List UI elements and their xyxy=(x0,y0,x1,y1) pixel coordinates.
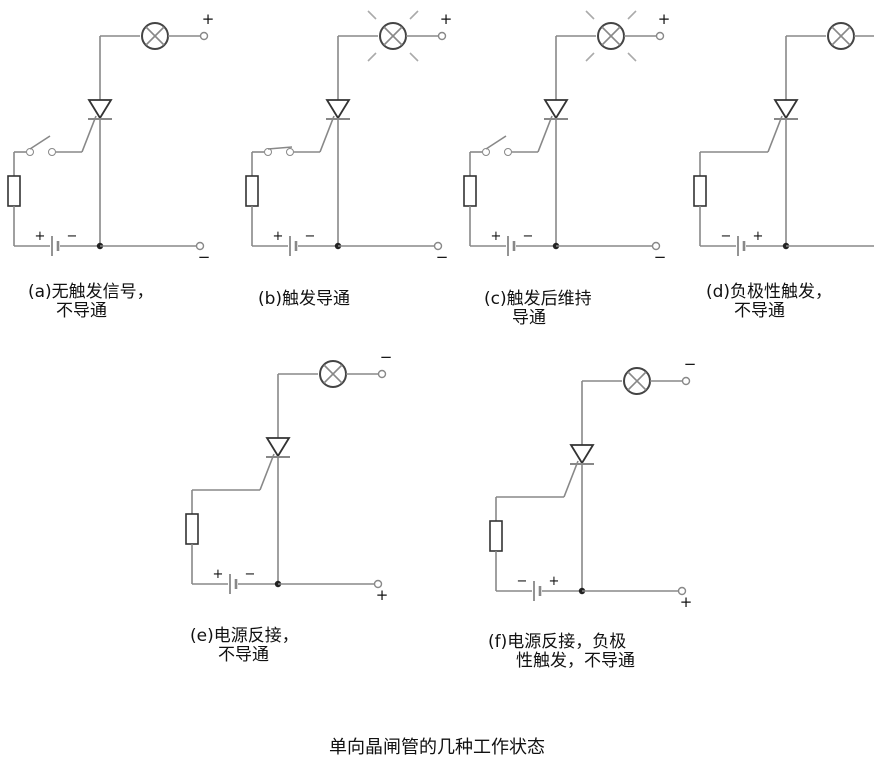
gate-lead xyxy=(537,115,553,153)
cathode-polarity: + xyxy=(680,593,693,611)
lamp-cross xyxy=(601,26,621,46)
lamp-cross xyxy=(383,26,403,46)
lamp-cross xyxy=(145,26,165,46)
cathode-polarity: − xyxy=(198,248,211,266)
light-ray xyxy=(367,10,377,20)
caption-line: 不导通 xyxy=(218,645,269,665)
thyristor-icon xyxy=(773,99,799,120)
thyristor-icon xyxy=(265,437,291,458)
caption-line: 不导通 xyxy=(56,301,107,321)
resistor-icon xyxy=(489,520,503,552)
switch-blade xyxy=(267,146,293,150)
light-ray xyxy=(585,10,595,20)
caption-line: (b)触发导通 xyxy=(258,289,351,309)
circuit-c: + + − − xyxy=(463,10,671,266)
figure-title: 单向晶闸管的几种工作状态 xyxy=(329,737,545,758)
thyristor-icon xyxy=(87,99,113,120)
gate-lead xyxy=(259,453,275,491)
gate-polarity: + xyxy=(35,229,46,244)
lamp-cross xyxy=(323,364,343,384)
thyristor-icon xyxy=(543,99,569,120)
anode-polarity: − xyxy=(684,355,697,373)
circuit-e: − + − + xyxy=(185,348,393,604)
caption-line: 导通 xyxy=(512,308,546,328)
anode-polarity: − xyxy=(380,348,393,366)
gate-polarity: − xyxy=(721,229,732,244)
gate-lead xyxy=(81,115,97,153)
caption-b: (b)触发导通 xyxy=(258,290,350,309)
switch-contact xyxy=(26,148,34,156)
gate-polarity: + xyxy=(549,574,560,589)
light-ray xyxy=(627,52,637,62)
gate-lead xyxy=(767,115,783,153)
switch-contact xyxy=(48,148,56,156)
gate-polarity: − xyxy=(67,229,78,244)
caption-line: 不导通 xyxy=(734,301,785,321)
cathode-polarity: + xyxy=(376,586,389,604)
anode-polarity: + xyxy=(658,10,671,28)
circuit-d: +−+− xyxy=(693,22,874,256)
resistor-icon xyxy=(693,175,707,207)
light-ray xyxy=(585,52,595,62)
cathode-terminal xyxy=(677,586,687,596)
anode-terminal xyxy=(655,31,665,41)
gate-polarity: − xyxy=(517,574,528,589)
light-ray xyxy=(627,10,637,20)
thyristor-icon xyxy=(325,99,351,120)
caption-line: (d)负极性触发， xyxy=(706,282,833,302)
thyristor-icon xyxy=(569,444,595,465)
resistor-icon xyxy=(463,175,477,207)
caption-f: (f)电源反接，负极性触发，不导通 xyxy=(488,633,635,671)
cathode-terminal xyxy=(373,579,383,589)
cathode-terminal xyxy=(433,241,443,251)
anode-terminal xyxy=(377,369,387,379)
anode-terminal xyxy=(199,31,209,41)
switch-contact xyxy=(286,148,294,156)
gate-polarity: − xyxy=(523,229,534,244)
caption-line: (c)触发后维持 xyxy=(484,289,592,309)
cathode-polarity: − xyxy=(654,248,667,266)
anode-terminal xyxy=(437,31,447,41)
circuit-f: − − + + xyxy=(489,355,697,611)
cathode-terminal xyxy=(651,241,661,251)
caption-e: (e)电源反接，不导通 xyxy=(190,627,299,665)
light-ray xyxy=(409,10,419,20)
circuit-b: + + − − xyxy=(245,10,453,266)
caption-line: (f)电源反接，负极 xyxy=(488,632,627,652)
caption-d: (d)负极性触发，不导通 xyxy=(706,283,832,321)
circuit-a: + + − − xyxy=(7,10,215,266)
lamp-cross xyxy=(627,371,647,391)
resistor-icon xyxy=(185,513,199,545)
light-ray xyxy=(409,52,419,62)
resistor-icon xyxy=(245,175,259,207)
light-ray xyxy=(367,52,377,62)
switch-blade xyxy=(29,135,51,150)
caption-line: 性触发，不导通 xyxy=(516,651,635,671)
cathode-polarity: − xyxy=(436,248,449,266)
lamp-cross xyxy=(831,26,851,46)
gate-polarity: − xyxy=(305,229,316,244)
anode-polarity: + xyxy=(440,10,453,28)
anode-polarity: + xyxy=(202,10,215,28)
gate-lead xyxy=(563,460,579,498)
switch-contact xyxy=(504,148,512,156)
caption-a: (a)无触发信号，不导通 xyxy=(28,283,154,321)
resistor-icon xyxy=(7,175,21,207)
gate-lead xyxy=(319,115,335,153)
caption-line: (a)无触发信号， xyxy=(28,282,154,302)
gate-polarity: + xyxy=(753,229,764,244)
gate-polarity: + xyxy=(273,229,284,244)
gate-polarity: + xyxy=(491,229,502,244)
switch-blade xyxy=(485,135,507,150)
caption-line: (e)电源反接， xyxy=(190,626,299,646)
cathode-terminal xyxy=(195,241,205,251)
gate-polarity: + xyxy=(213,567,224,582)
caption-c: (c)触发后维持导通 xyxy=(484,290,592,328)
switch-contact xyxy=(482,148,490,156)
gate-polarity: − xyxy=(245,567,256,582)
anode-terminal xyxy=(681,376,691,386)
